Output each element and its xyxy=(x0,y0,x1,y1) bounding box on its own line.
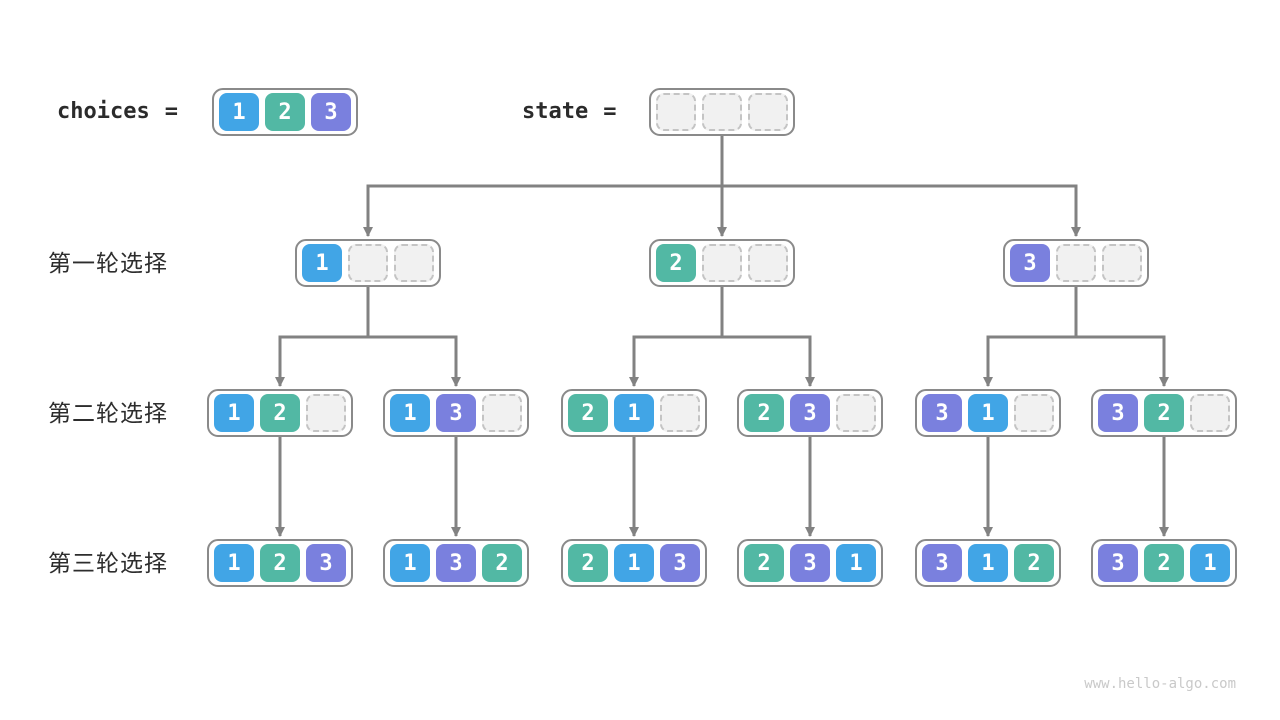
value-cell: 3 xyxy=(1010,244,1050,282)
array-node: 3 xyxy=(1003,239,1149,287)
watermark: www.hello-algo.com xyxy=(1084,676,1236,692)
row-label-round-3: 第三轮选择 xyxy=(48,550,168,576)
value-cell: 2 xyxy=(260,394,300,432)
value-cell: 1 xyxy=(302,244,342,282)
row-label-round-1: 第一轮选择 xyxy=(48,250,168,276)
value-cell: 3 xyxy=(660,544,700,582)
choices-label-group: choices = xyxy=(57,88,178,135)
empty-cell xyxy=(1102,244,1142,282)
empty-cell xyxy=(1056,244,1096,282)
empty-cell xyxy=(656,93,696,131)
value-cell: 2 xyxy=(1014,544,1054,582)
value-cell: 3 xyxy=(922,544,962,582)
row-label-round-2: 第二轮选择 xyxy=(48,400,168,426)
empty-cell xyxy=(660,394,700,432)
equals-sign: = xyxy=(603,99,617,124)
value-cell: 1 xyxy=(1190,544,1230,582)
empty-cell xyxy=(702,93,742,131)
value-cell: 3 xyxy=(306,544,346,582)
value-cell: 3 xyxy=(790,394,830,432)
value-cell: 1 xyxy=(214,544,254,582)
empty-cell xyxy=(348,244,388,282)
value-cell: 1 xyxy=(836,544,876,582)
value-cell: 3 xyxy=(436,544,476,582)
value-cell: 3 xyxy=(311,93,351,131)
value-cell: 3 xyxy=(436,394,476,432)
value-cell: 1 xyxy=(614,394,654,432)
value-cell: 3 xyxy=(1098,394,1138,432)
empty-cell xyxy=(1190,394,1230,432)
value-cell: 2 xyxy=(744,544,784,582)
value-cell: 2 xyxy=(482,544,522,582)
choices-label: choices xyxy=(57,99,150,124)
value-cell: 2 xyxy=(568,394,608,432)
value-cell: 1 xyxy=(968,544,1008,582)
empty-cell xyxy=(482,394,522,432)
empty-cell xyxy=(702,244,742,282)
value-cell: 2 xyxy=(260,544,300,582)
empty-cell xyxy=(394,244,434,282)
value-cell: 3 xyxy=(790,544,830,582)
value-cell: 2 xyxy=(1144,394,1184,432)
state-label: state xyxy=(522,99,589,124)
empty-cell xyxy=(748,93,788,131)
empty-cell xyxy=(748,244,788,282)
empty-cell xyxy=(1014,394,1054,432)
state-label-group: state = xyxy=(522,88,616,135)
value-cell: 1 xyxy=(214,394,254,432)
value-cell: 2 xyxy=(265,93,305,131)
value-cell: 2 xyxy=(744,394,784,432)
value-cell: 1 xyxy=(614,544,654,582)
value-cell: 2 xyxy=(656,244,696,282)
value-cell: 1 xyxy=(390,544,430,582)
empty-cell xyxy=(836,394,876,432)
value-cell: 1 xyxy=(390,394,430,432)
value-cell: 2 xyxy=(568,544,608,582)
array-node: 2 xyxy=(649,239,795,287)
value-cell: 1 xyxy=(219,93,259,131)
equals-sign: = xyxy=(164,99,178,124)
array-node: 1 xyxy=(295,239,441,287)
value-cell: 3 xyxy=(922,394,962,432)
empty-cell xyxy=(306,394,346,432)
value-cell: 2 xyxy=(1144,544,1184,582)
array-node xyxy=(649,88,795,136)
value-cell: 1 xyxy=(968,394,1008,432)
value-cell: 3 xyxy=(1098,544,1138,582)
